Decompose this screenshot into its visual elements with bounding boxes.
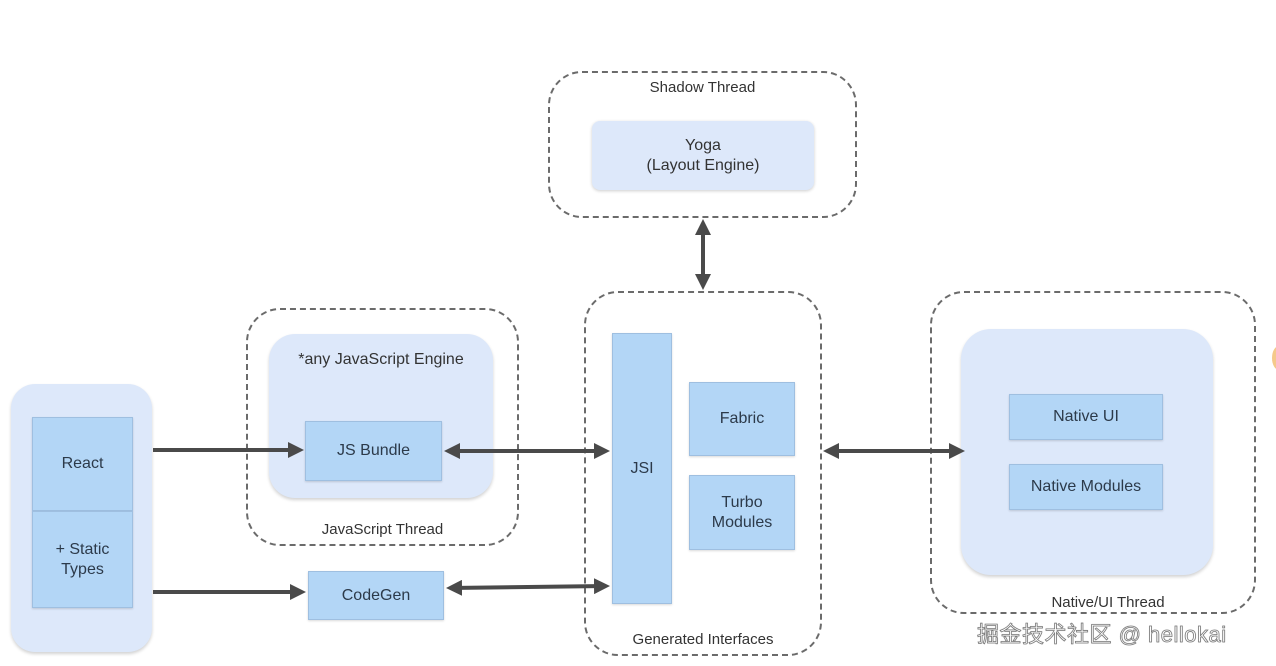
yoga-layout-engine-block: Yoga (Layout Engine) (592, 121, 814, 190)
jsi-block: JSI (612, 333, 672, 604)
native-modules-block: Native Modules (1009, 464, 1163, 510)
shadow-thread-label: Shadow Thread (649, 79, 756, 96)
decorative-circle (1272, 346, 1276, 370)
fabric-block: Fabric (689, 382, 795, 456)
shadow-thread-container (548, 71, 857, 218)
watermark: 掘金技术社区 @ hellokai (977, 622, 1227, 648)
turbo-modules-block: Turbo Modules (689, 475, 795, 550)
js-bundle-block: JS Bundle (305, 421, 442, 481)
react-block: React (32, 417, 133, 511)
generated-interfaces-label: Generated Interfaces (632, 631, 774, 648)
native-panel (961, 329, 1213, 575)
javascript-thread-label: JavaScript Thread (321, 521, 444, 538)
javascript-thread-container (246, 308, 519, 546)
arrow-codegen-jsi (446, 578, 610, 596)
native-ui-block: Native UI (1009, 394, 1163, 440)
codegen-block: CodeGen (308, 571, 444, 620)
native-ui-thread-label: Native/UI Thread (1051, 594, 1165, 611)
js-engine-label: *any JavaScript Engine (298, 351, 464, 368)
generated-interfaces-container (584, 291, 822, 656)
static-types-block: + Static Types (32, 511, 133, 608)
